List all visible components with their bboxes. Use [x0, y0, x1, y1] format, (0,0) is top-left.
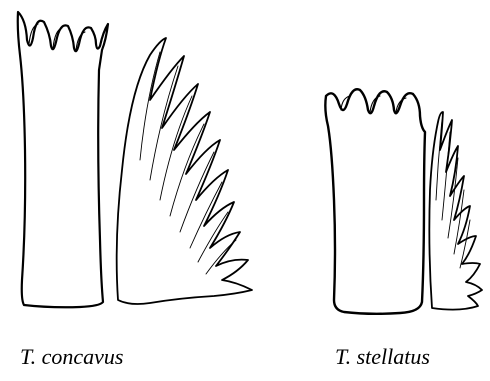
stellatus-fan-outline — [429, 112, 482, 310]
stellatus-crown-outline — [325, 89, 425, 314]
concavus-fan-outline — [117, 38, 252, 304]
concavus-crown-outline — [18, 12, 108, 307]
specimen-label-stellatus: T. stellatus — [335, 346, 430, 368]
specimen-label-concavus: T. concavus — [20, 346, 123, 368]
